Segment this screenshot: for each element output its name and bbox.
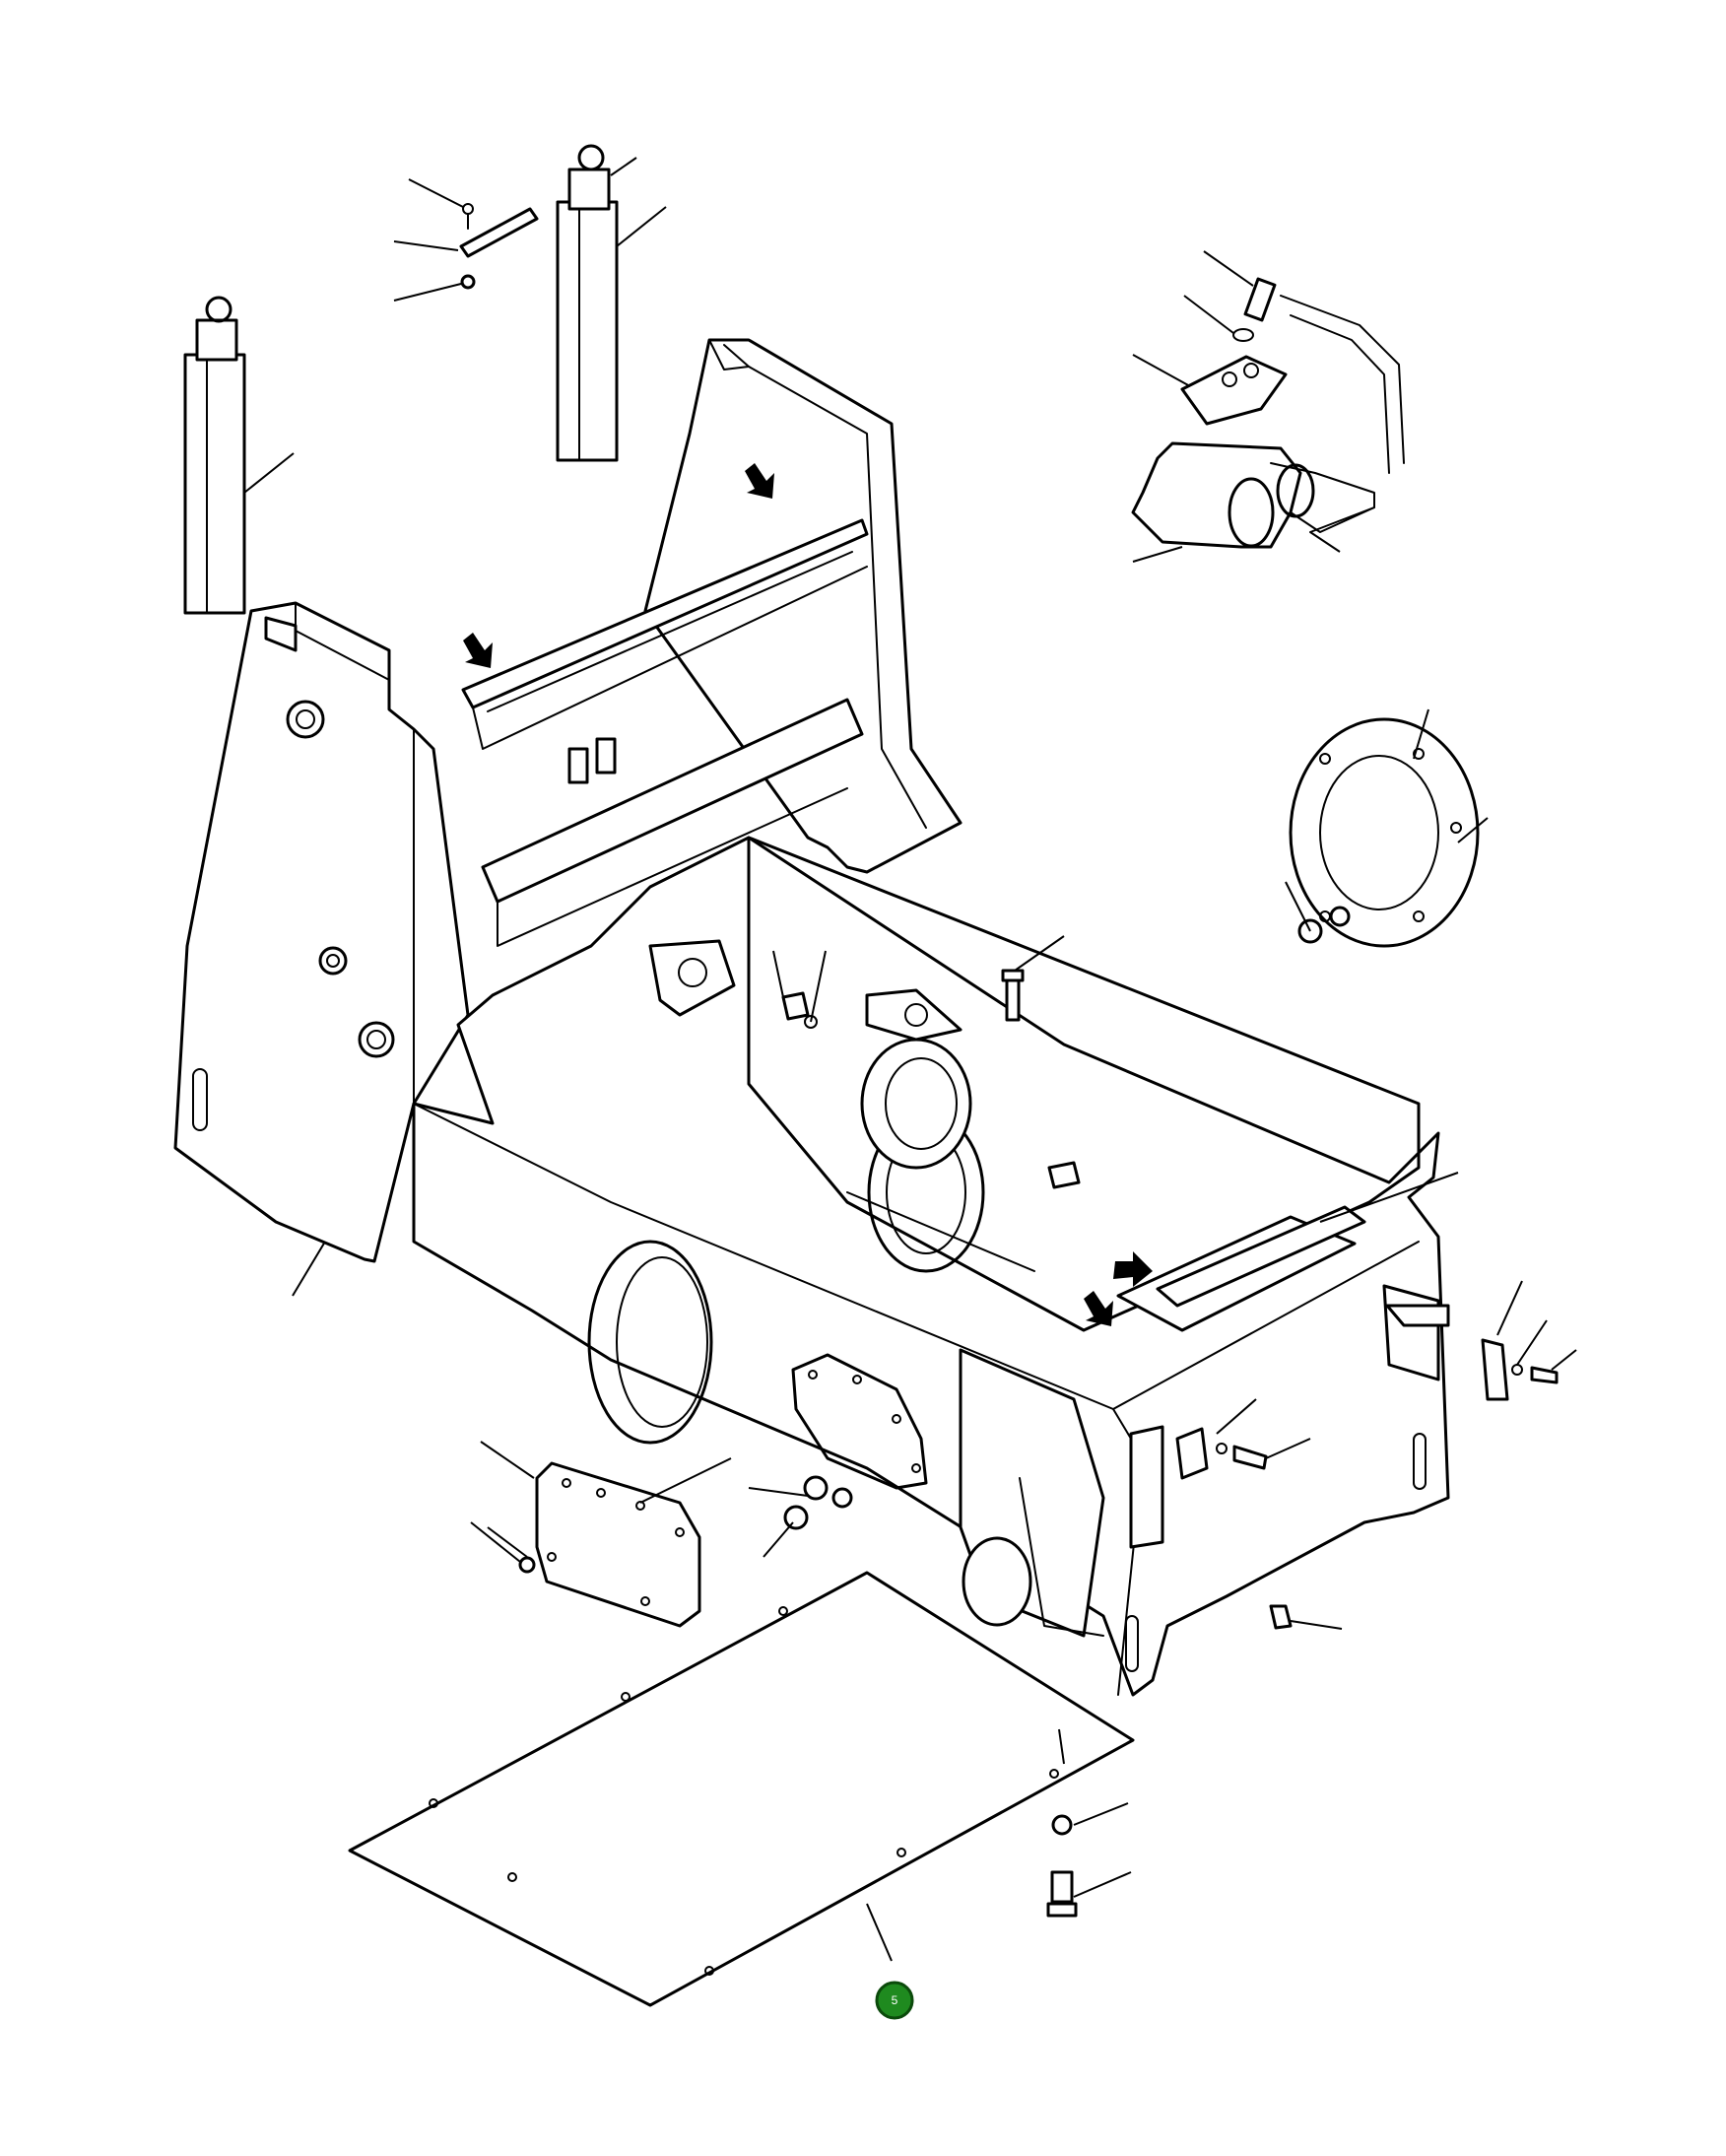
flange-plate	[1285, 708, 1489, 948]
arrow-down-icon	[745, 463, 774, 499]
cover-plate-oval	[748, 1353, 928, 1558]
bottom-plate	[348, 1571, 1135, 2007]
inset-detail	[1131, 250, 1405, 563]
main-frame	[173, 338, 1450, 1697]
side-bracket-assembly	[1175, 1172, 1577, 1630]
callout-marker-5[interactable]: 5	[875, 1981, 914, 2020]
arrow-right-icon	[1113, 1251, 1153, 1287]
arrow-down-icon	[1084, 1291, 1113, 1326]
callout-label: 5	[892, 1993, 898, 2007]
mount-bracket-center	[648, 939, 972, 1170]
cover-plate-small	[470, 1441, 732, 1628]
lift-column-left	[183, 296, 295, 615]
lift-column-right	[556, 144, 667, 462]
arrow-down-icon	[463, 633, 493, 668]
pin-and-fasteners	[393, 178, 539, 302]
callout-circle[interactable]	[875, 1981, 914, 2020]
leader-lines	[292, 1241, 528, 1558]
small-hardware	[772, 935, 1081, 1189]
